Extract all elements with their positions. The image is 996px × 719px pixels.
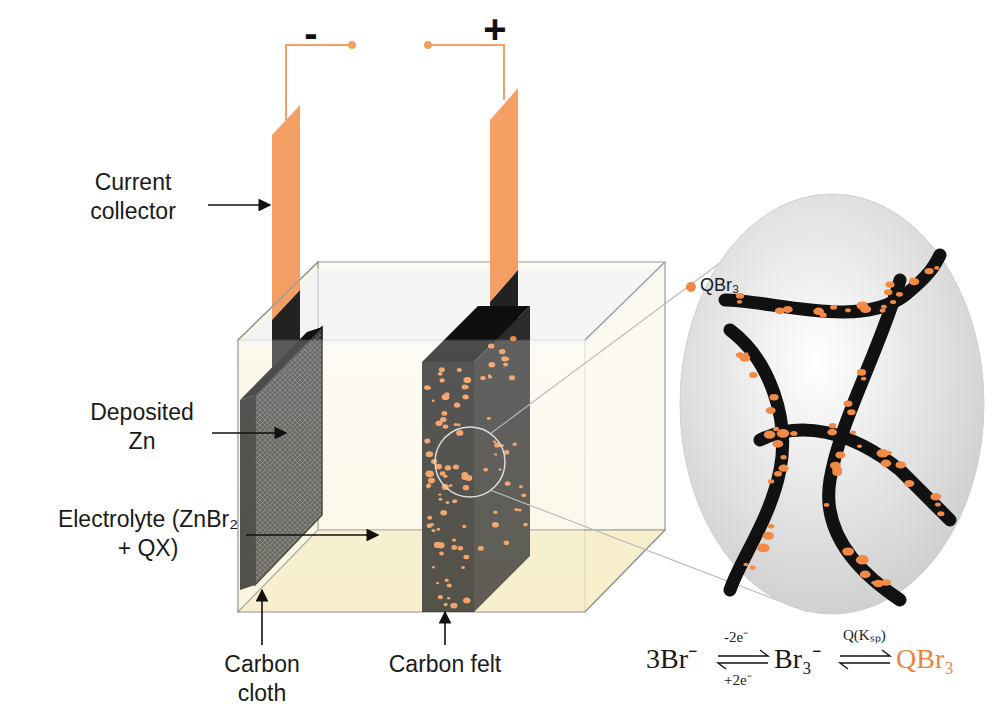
qbr3-droplet bbox=[896, 461, 906, 468]
qbr3-droplet bbox=[884, 289, 892, 295]
qbr3-droplet bbox=[860, 306, 871, 314]
qbr3-droplet bbox=[779, 465, 789, 472]
equation-product: QBr₃ bbox=[896, 641, 954, 676]
qbr3-droplet bbox=[909, 278, 919, 285]
part-label: Current collector bbox=[58, 168, 208, 226]
qbr3-droplet bbox=[882, 579, 891, 586]
qbr3-droplet bbox=[832, 466, 842, 473]
qbr3-droplet bbox=[773, 427, 779, 431]
qbr3-droplet bbox=[750, 566, 756, 570]
qbr3-droplet bbox=[881, 305, 887, 309]
qbr3-droplet bbox=[743, 563, 748, 567]
qbr3-droplet bbox=[910, 278, 916, 282]
qbr3-droplet bbox=[766, 407, 776, 414]
part-label: Carbon felt bbox=[388, 650, 502, 679]
qbr3-droplet bbox=[881, 460, 892, 467]
qbr3-droplet bbox=[763, 532, 774, 540]
qbr3-droplet bbox=[768, 479, 774, 483]
qbr3-droplet bbox=[777, 429, 789, 438]
qbr3-droplet bbox=[781, 455, 787, 459]
qbr3-droplet bbox=[845, 308, 851, 312]
qbr3-droplet bbox=[768, 524, 774, 529]
qbr3-droplet bbox=[844, 401, 853, 407]
qbr3-droplet bbox=[856, 556, 869, 565]
terminal-sign: + bbox=[480, 4, 510, 54]
qbr3-droplet bbox=[769, 394, 778, 400]
qbr3-droplet bbox=[847, 409, 855, 415]
species-label: QBr₃ bbox=[700, 274, 739, 297]
qbr3-droplet bbox=[737, 300, 742, 304]
qbr3-droplet bbox=[860, 571, 871, 579]
qbr3-droplet bbox=[749, 372, 757, 378]
qbr3-droplet bbox=[744, 352, 749, 356]
electron-label: -2e⁻ bbox=[724, 628, 748, 647]
qbr3-droplet bbox=[835, 452, 845, 459]
qbr3-droplet bbox=[925, 268, 934, 274]
qbr3-droplet bbox=[885, 281, 894, 287]
qbr3-droplet bbox=[829, 423, 837, 428]
part-label: Electrolyte (ZnBr₂ + QX) bbox=[52, 505, 244, 563]
qbr3-droplet bbox=[857, 444, 862, 448]
qbr3-droplet bbox=[824, 503, 830, 507]
qbr3-droplet bbox=[890, 300, 896, 304]
qbr3-droplet bbox=[857, 369, 866, 376]
terminal-sign: - bbox=[296, 8, 326, 58]
electron-label: +2e⁻ bbox=[724, 671, 752, 690]
qbr3-droplet bbox=[764, 431, 776, 439]
qbr3-droplet bbox=[904, 480, 914, 487]
equation-term: Br₃⁻ bbox=[774, 641, 821, 676]
qbr3-droplet bbox=[790, 431, 797, 436]
equilibrium-label: Q(Kₛₚ) bbox=[843, 626, 886, 645]
qbr3-droplet bbox=[774, 471, 782, 477]
part-label: Carbon cloth bbox=[200, 650, 324, 708]
qbr3-droplet bbox=[934, 266, 939, 270]
qbr3-droplet bbox=[820, 313, 827, 318]
qbr3-droplet bbox=[775, 308, 785, 315]
qbr3-droplet bbox=[850, 431, 856, 435]
part-label: Deposited Zn bbox=[74, 398, 210, 456]
qbr3-droplet bbox=[930, 493, 941, 500]
qbr3-droplet bbox=[937, 511, 944, 516]
qbr3-droplet bbox=[896, 292, 903, 297]
qbr3-droplet bbox=[935, 503, 941, 507]
qbr3-droplet bbox=[842, 547, 854, 555]
qbr3-droplet bbox=[880, 309, 886, 313]
qbr3-droplet bbox=[827, 429, 837, 436]
qbr3-droplet bbox=[861, 377, 866, 381]
qbr3-droplet bbox=[757, 544, 770, 553]
qbr3-droplet bbox=[772, 440, 783, 448]
qbr3-droplet bbox=[830, 305, 837, 310]
qbr3-droplet bbox=[877, 449, 889, 458]
equation-term: 3Br⁻ bbox=[646, 641, 697, 676]
